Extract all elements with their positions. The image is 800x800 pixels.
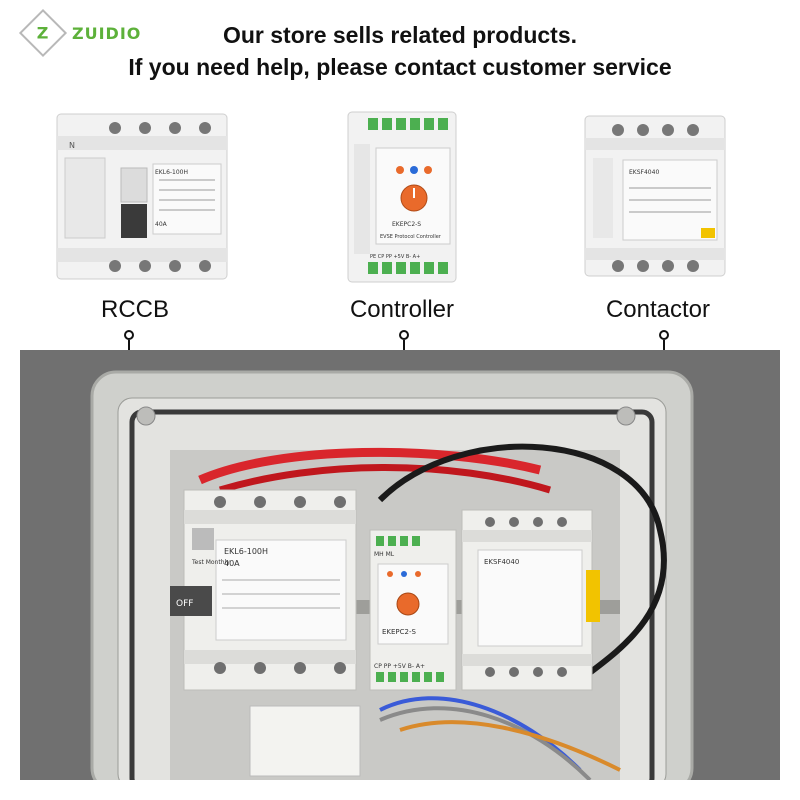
svg-text:CP PP +5V B- A+: CP PP +5V B- A+ (374, 663, 425, 670)
svg-text:OFF: OFF (176, 599, 193, 609)
svg-text:EKSF4040: EKSF4040 (484, 558, 519, 566)
svg-text:EKEPC2-S: EKEPC2-S (382, 628, 417, 636)
svg-text:Test Monthly: Test Monthly (191, 559, 230, 566)
product-controller-image: EVSE Protocol Controller PE CP PP +5V B-… (342, 108, 462, 290)
svg-text:N: N (69, 141, 75, 150)
product-label-contactor: Contactor (605, 296, 711, 323)
enclosure-photo: EKL6-100H 40A OFF Test Monthly MH ML EKE… (20, 350, 780, 780)
svg-text:MH ML: MH ML (374, 551, 395, 558)
brand-logo: Z ZUIDIO (18, 8, 142, 58)
controller-connector-dot (399, 330, 409, 340)
svg-text:EKL6-100H: EKL6-100H (155, 169, 188, 176)
product-label-rccb: RCCB (100, 296, 169, 323)
headline-line-1: Our store sells related products. (222, 22, 578, 48)
svg-text:40A: 40A (155, 221, 168, 228)
svg-text:40A: 40A (224, 559, 240, 568)
svg-text:PE CP PP +5V B- A+: PE CP PP +5V B- A+ (370, 254, 420, 260)
headline-line-2: If you need help, please contact custome… (128, 54, 672, 80)
rccb-connector-dot (124, 330, 134, 340)
contactor-connector-dot (659, 330, 669, 340)
svg-text:EKL6-100H: EKL6-100H (224, 547, 268, 556)
product-label-controller: Controller (349, 296, 455, 323)
svg-text:EKEPC2-S: EKEPC2-S (392, 221, 421, 228)
svg-text:EKSF4040: EKSF4040 (629, 169, 659, 176)
svg-text:EVSE Protocol Controller: EVSE Protocol Controller (380, 234, 442, 240)
brand-name: ZUIDIO (72, 23, 142, 43)
product-rccb-image: N EKL6-100H 40A (55, 108, 230, 287)
product-contactor-image: EKSF4040 (583, 108, 728, 287)
